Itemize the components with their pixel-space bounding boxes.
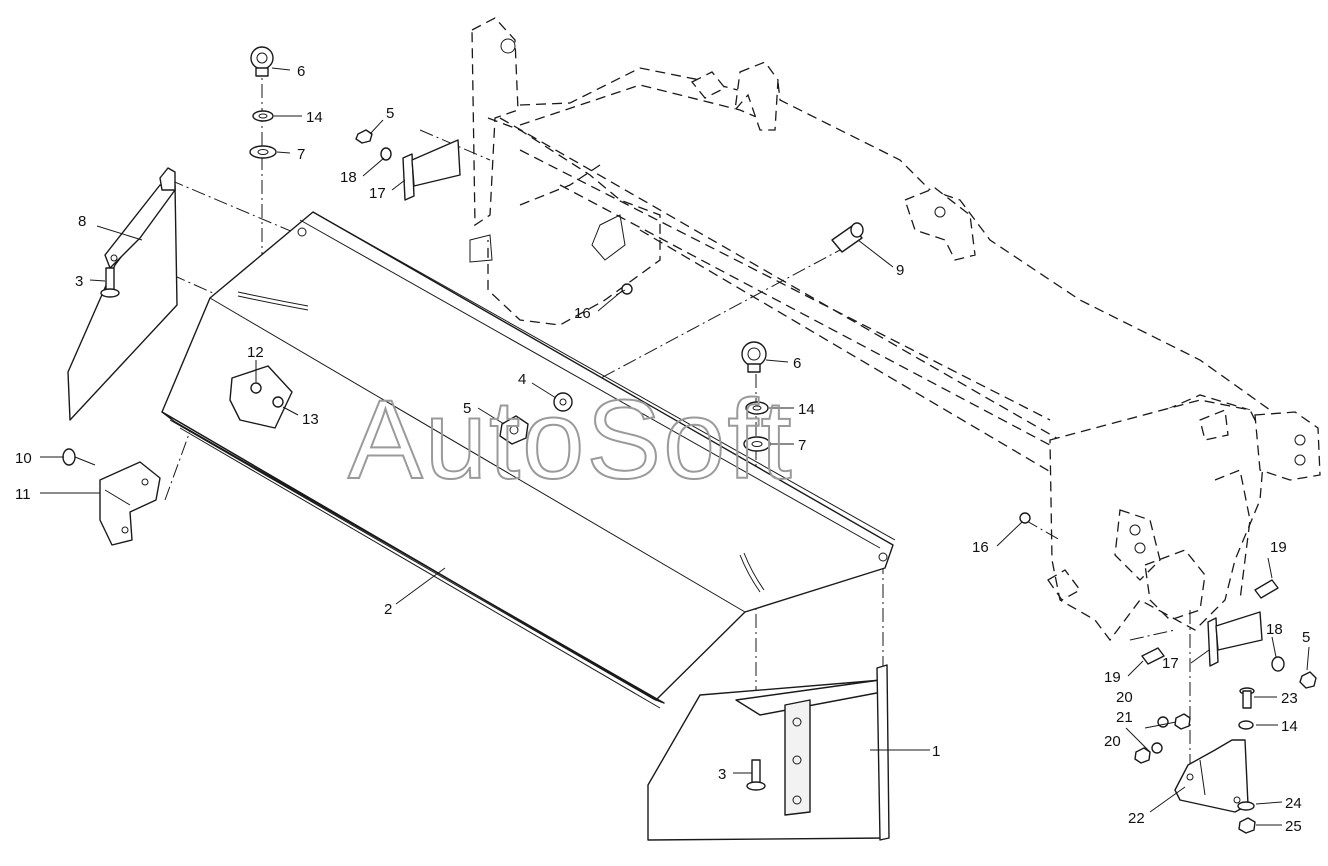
callout-16-right: 16 [972,539,989,556]
callout-7-lower: 7 [798,437,806,454]
callout-25: 25 [1285,818,1302,835]
part-22-mount-bracket [1174,739,1249,813]
callout-8: 8 [78,213,86,230]
callout-11: 11 [15,486,31,503]
callout-6-upper: 6 [297,63,305,80]
callout-6-lower: 6 [793,355,801,372]
callout-21: 21 [1116,709,1133,726]
callout-18-upper: 18 [340,169,357,186]
callout-16-upper: 16 [574,305,591,322]
callout-20-lower: 20 [1104,733,1121,750]
watermark: AutoSoft [348,377,794,502]
callout-1: 1 [932,743,940,760]
callout-20-upper: 20 [1116,689,1133,706]
machine-frame-dashed [469,17,1321,642]
callout-10: 10 [15,450,32,467]
callout-3-lower: 3 [718,766,726,783]
part-17-strap-upper [402,139,461,201]
callout-12: 12 [247,344,264,361]
callout-5-upper: 5 [386,105,394,122]
callout-5-middle: 5 [463,400,471,417]
part-11-bracket [99,461,161,546]
callout-7-upper: 7 [297,146,305,163]
part-8-left-side-plate [67,167,178,421]
callout-5-right: 5 [1302,629,1310,646]
callout-3-left: 3 [75,273,83,290]
callout-14-upper: 14 [306,109,323,126]
hardware [62,46,1317,834]
callout-2: 2 [384,601,392,618]
part-17-strap-lower [1207,611,1263,667]
callout-9: 9 [896,262,904,279]
callout-18-right: 18 [1266,621,1283,638]
leader-lines [40,67,1310,826]
callout-19-upper: 19 [1270,539,1287,556]
callout-24: 24 [1285,795,1302,812]
callout-14-right: 14 [1281,718,1298,735]
callout-13: 13 [302,411,319,428]
callout-22: 22 [1128,810,1145,827]
callout-4: 4 [518,371,526,388]
callout-14-lower: 14 [798,401,815,418]
callout-labels: 6 14 7 5 18 17 8 3 9 16 12 13 6 4 5 14 7… [15,63,1310,835]
callout-17-right: 17 [1162,655,1179,672]
part-1-right-side-plate [647,664,890,841]
part-2-main-shield [161,211,896,709]
callout-23: 23 [1281,690,1298,707]
callout-19-lower: 19 [1104,669,1121,686]
callout-17-upper: 17 [369,185,386,202]
